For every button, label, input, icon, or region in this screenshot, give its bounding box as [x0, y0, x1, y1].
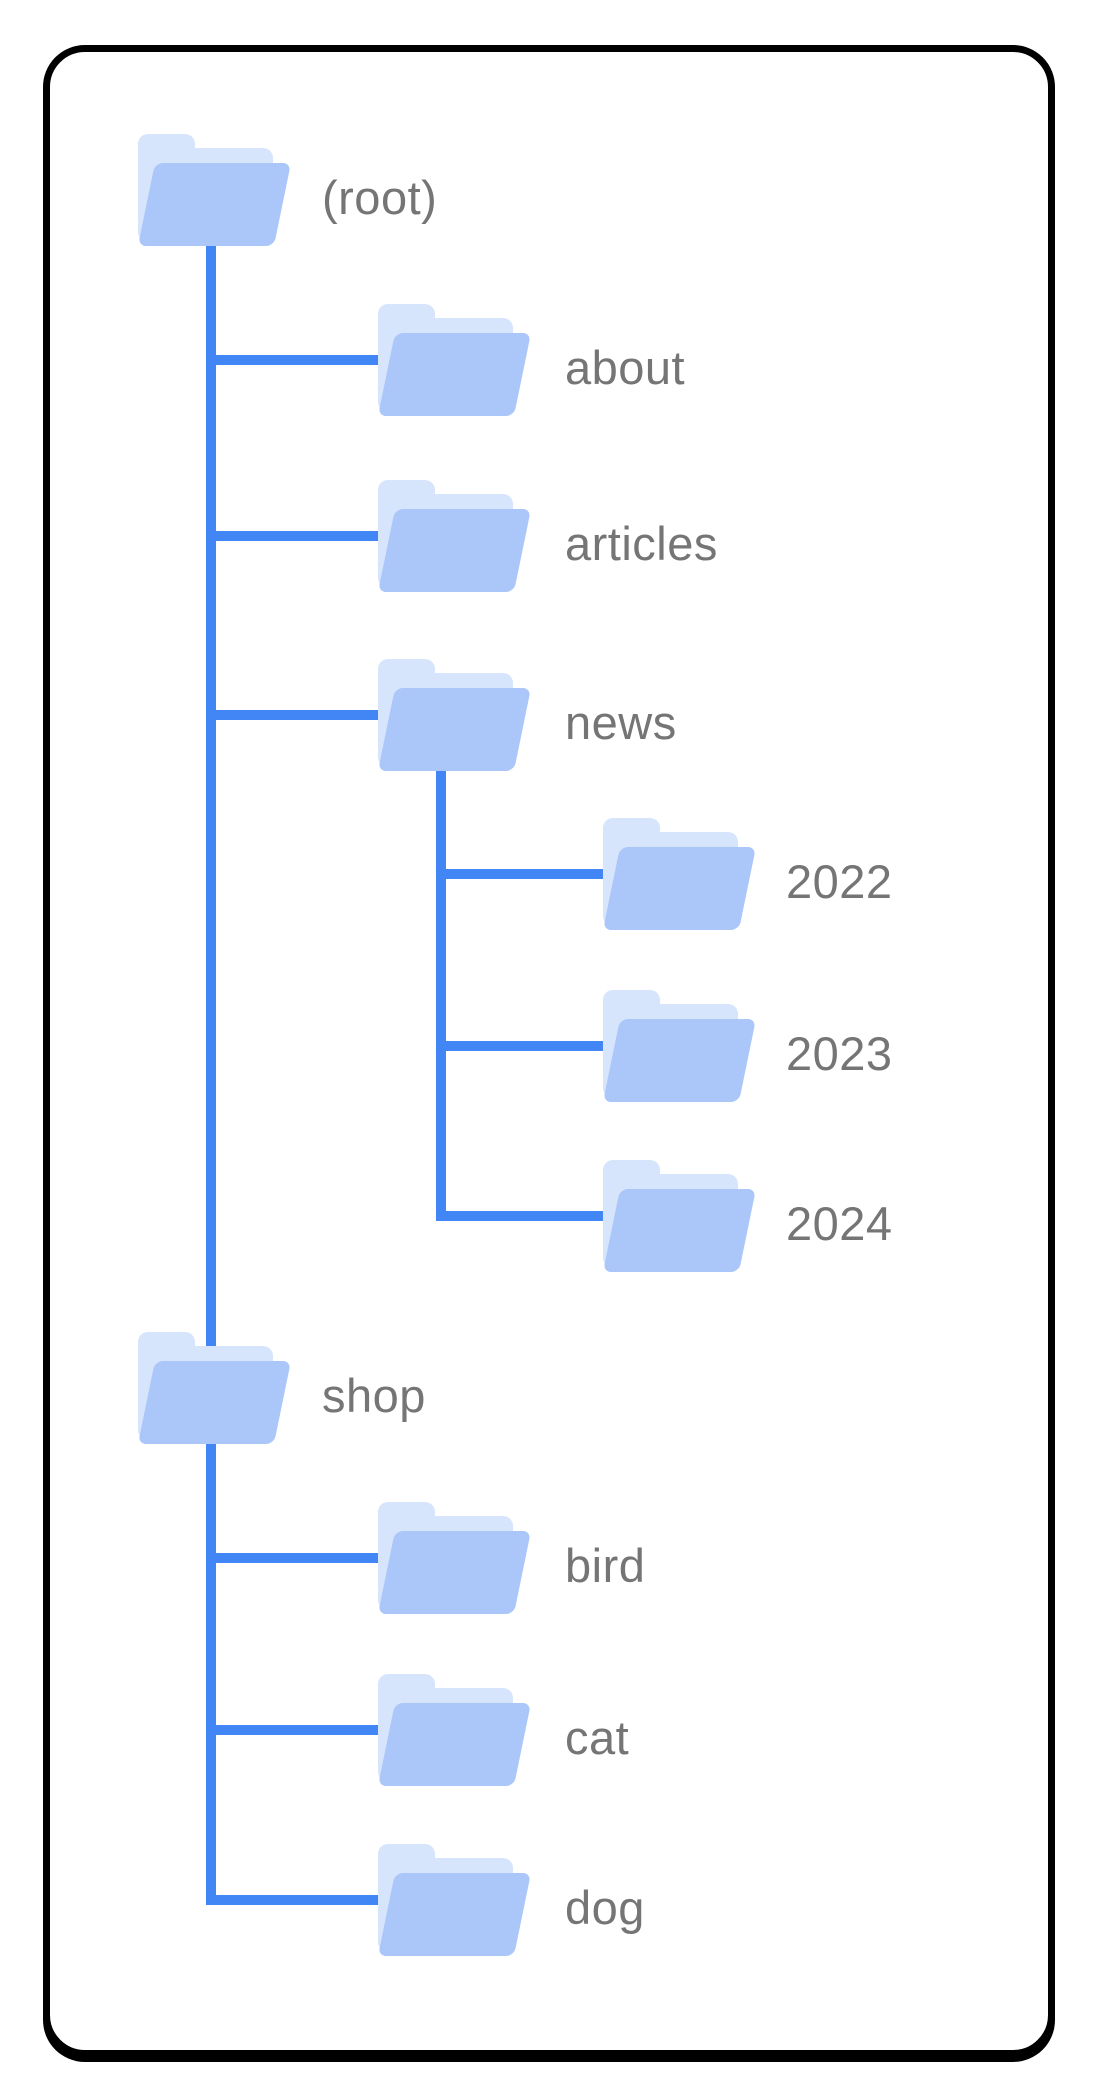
- folder-front-shape: [377, 1703, 531, 1786]
- folder-front-shape: [377, 333, 531, 416]
- folder-icon-2023: [602, 990, 758, 1102]
- folder-front-shape: [377, 1531, 531, 1614]
- folder-icon-about: [377, 304, 533, 416]
- connector-about-line: [211, 355, 378, 365]
- folder-icon-shop: [137, 1332, 293, 1444]
- folder-icon-2024: [602, 1160, 758, 1272]
- connector-bird-line: [211, 1553, 378, 1563]
- node-label-news: news: [565, 696, 677, 749]
- diagram-card: [43, 45, 1055, 2057]
- node-label-2022: 2022: [786, 855, 893, 908]
- news-trunk-line: [436, 745, 446, 1221]
- node-label-bird: bird: [565, 1539, 646, 1592]
- folder-front-shape: [602, 847, 756, 930]
- folder-front-shape: [602, 1019, 756, 1102]
- folder-front-shape: [137, 163, 291, 246]
- connector-news-line: [211, 710, 378, 720]
- node-label-shop: shop: [322, 1369, 426, 1422]
- folder-front-shape: [137, 1361, 291, 1444]
- connector-2022-line: [441, 869, 603, 879]
- folder-front-shape: [602, 1189, 756, 1272]
- node-label-cat: cat: [565, 1711, 630, 1764]
- node-label-dog: dog: [565, 1881, 645, 1934]
- connector-articles-line: [211, 531, 378, 541]
- node-label-root: (root): [322, 171, 438, 224]
- folder-icon-bird: [377, 1502, 533, 1614]
- connector-2023-line: [441, 1041, 603, 1051]
- folder-icon-news: [377, 659, 533, 771]
- node-label-about: about: [565, 341, 686, 394]
- connector-dog-line: [206, 1895, 378, 1905]
- connector-cat-line: [211, 1725, 378, 1735]
- connector-2024-line: [436, 1211, 603, 1221]
- folder-front-shape: [377, 688, 531, 771]
- folder-front-shape: [377, 1873, 531, 1956]
- node-label-2024: 2024: [786, 1197, 893, 1250]
- node-label-articles: articles: [565, 517, 718, 570]
- folder-icon-cat: [377, 1674, 533, 1786]
- node-label-2023: 2023: [786, 1027, 893, 1080]
- root-trunk-line: [206, 230, 216, 1905]
- folder-front-shape: [377, 509, 531, 592]
- folder-icon-root: [137, 134, 293, 246]
- folder-icon-dog: [377, 1844, 533, 1956]
- folder-icon-articles: [377, 480, 533, 592]
- folder-icon-2022: [602, 818, 758, 930]
